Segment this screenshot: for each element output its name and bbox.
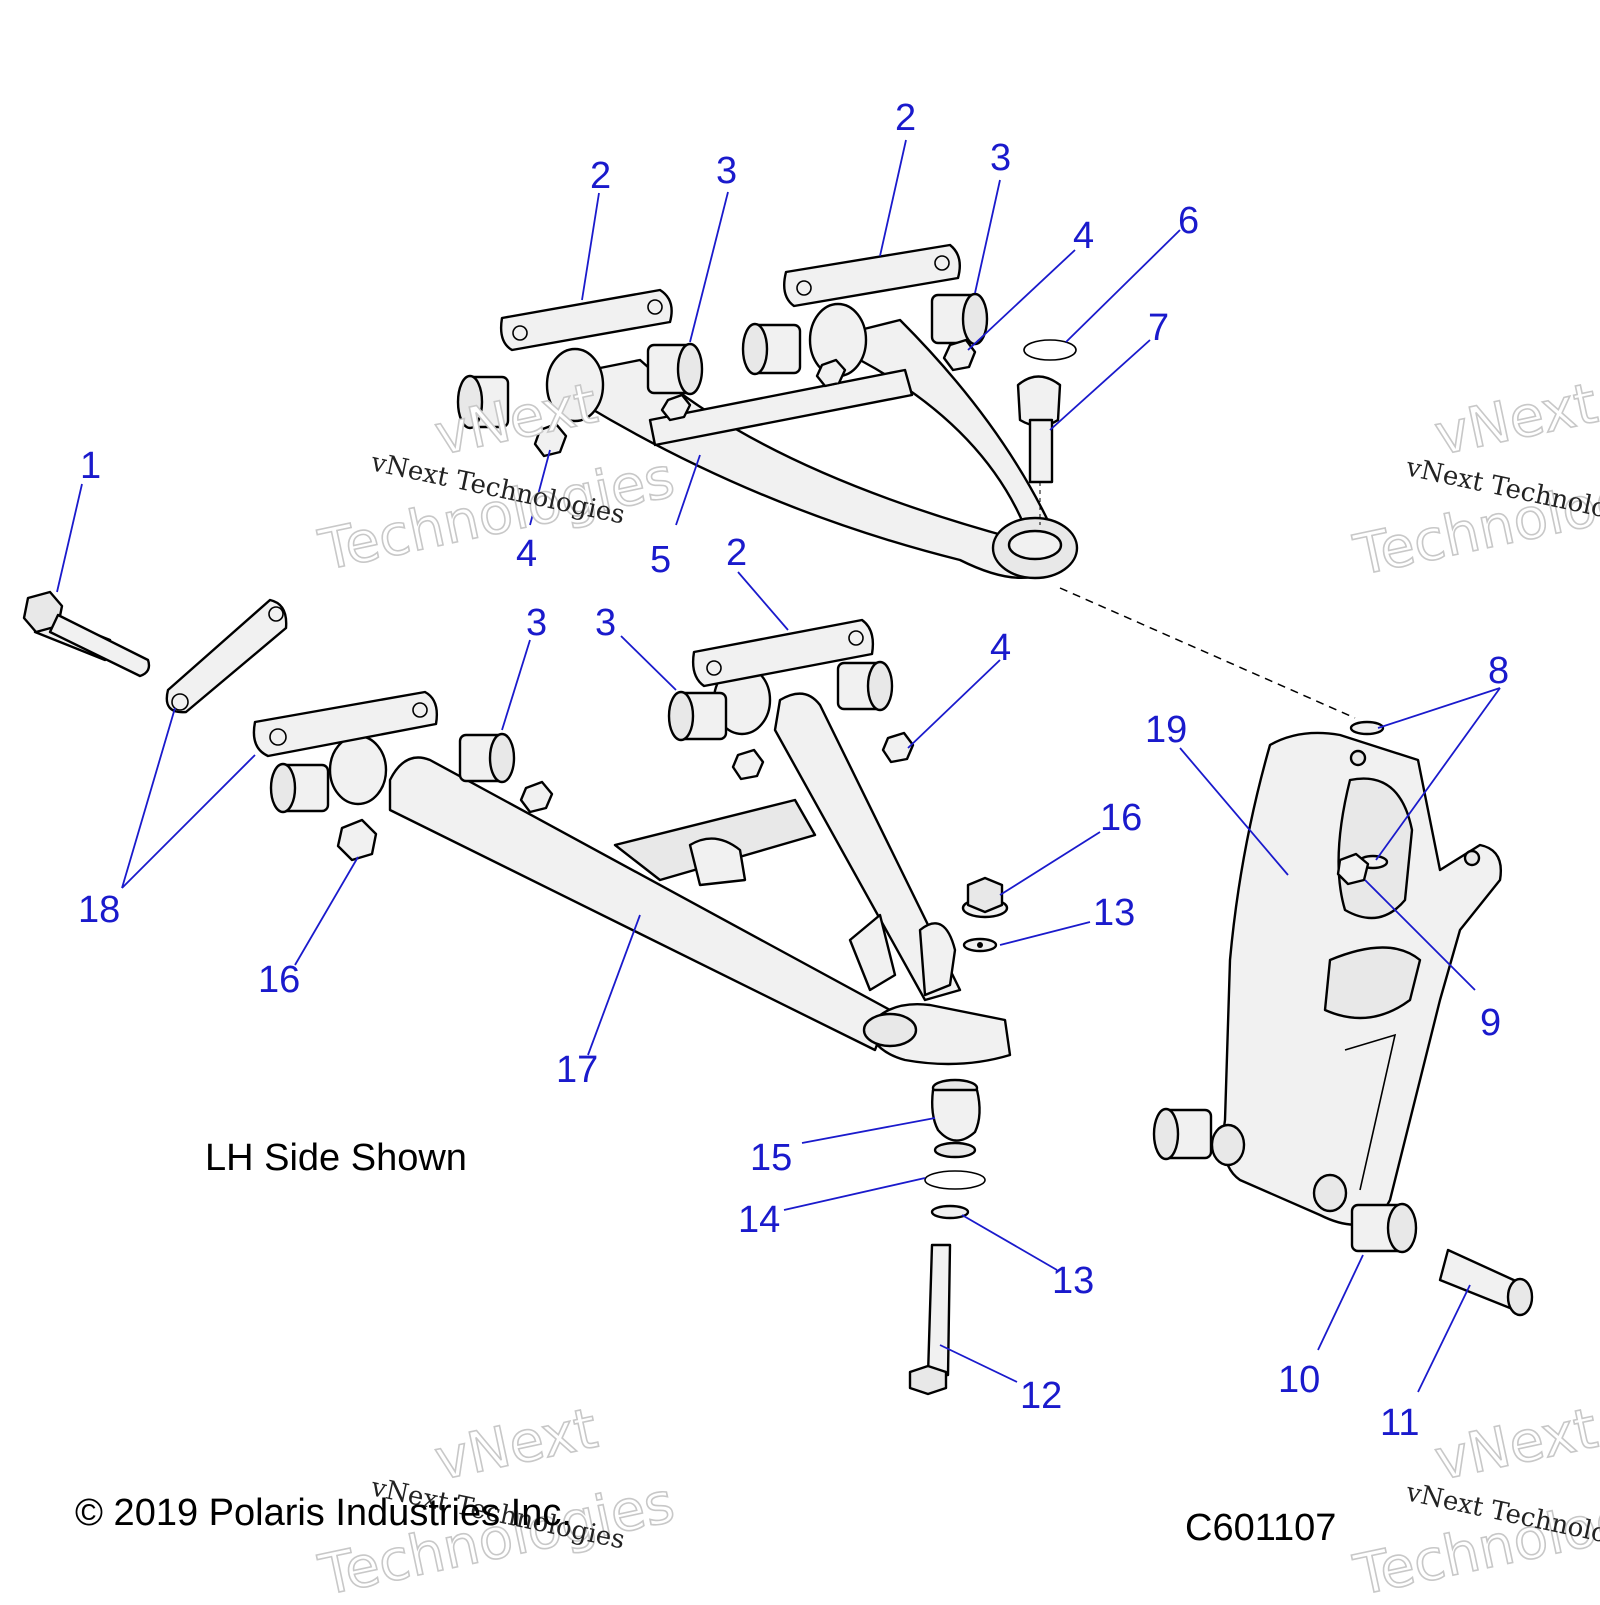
plate-upper-right — [783, 243, 961, 308]
callout-12: 12 — [1020, 1375, 1062, 1417]
leader-lines — [56, 139, 1501, 1393]
callout-10: 10 — [1278, 1359, 1320, 1401]
sleeve-knuckle — [1438, 1248, 1534, 1317]
nut-knuckle — [1336, 852, 1370, 886]
callout-4-a: 4 — [1073, 215, 1094, 257]
callout-4-b: 4 — [516, 533, 537, 575]
callout-3-b: 3 — [990, 137, 1011, 179]
watermark-top-right: vNext Technologies vNext Technologies — [1348, 370, 1600, 589]
plate-lower-left — [252, 690, 439, 758]
flange-nut-right — [961, 876, 1009, 919]
bolt-lower — [908, 1243, 952, 1396]
circlip-lower — [924, 1170, 986, 1190]
callout-3-c: 3 — [595, 602, 616, 644]
callout-11: 11 — [1380, 1402, 1419, 1444]
callout-3-a: 3 — [716, 150, 737, 192]
bushing-upper-left-inner — [646, 342, 704, 396]
upper-a-arm — [545, 302, 1079, 580]
side-caption: LH Side Shown — [205, 1137, 467, 1179]
callout-13-a: 13 — [1093, 892, 1135, 934]
callout-2-c: 2 — [726, 532, 747, 574]
lower-a-arm — [328, 664, 1012, 1066]
nut-upper-brace-2 — [660, 393, 692, 422]
nut-lower-left — [336, 818, 378, 862]
diagram-code: C601107 — [1185, 1507, 1336, 1549]
pivot-bolt — [22, 590, 151, 678]
bushing-lower-right-inner — [836, 660, 894, 712]
callout-16-b: 16 — [258, 959, 300, 1001]
bushing-lower-left-outer — [269, 762, 330, 814]
callout-13-b: 13 — [1052, 1260, 1094, 1302]
reference-dashed-line — [1059, 587, 1356, 719]
callout-2-a: 2 — [590, 155, 611, 197]
washer-lower — [930, 1204, 970, 1220]
callout-19: 19 — [1145, 709, 1187, 751]
nut-lower-right — [731, 748, 765, 781]
bushing-knuckle-right — [1350, 1202, 1418, 1254]
callout-15: 15 — [750, 1137, 792, 1179]
svg-text:vNext: vNext — [1429, 1396, 1600, 1494]
steering-knuckle — [1210, 731, 1502, 1226]
ball-joint-lower — [930, 1078, 981, 1159]
svg-text:vNext: vNext — [1429, 371, 1600, 469]
callout-9: 9 — [1480, 1002, 1501, 1044]
nut-lower-mid — [519, 780, 554, 814]
nut-lower-right-2 — [881, 731, 915, 764]
callout-5: 5 — [650, 539, 671, 581]
nut-upper-left — [533, 422, 568, 458]
bushing-knuckle-left — [1152, 1107, 1213, 1161]
bushing-upper-right-inner — [930, 292, 989, 346]
washer-knuckle-top — [1349, 720, 1385, 736]
callout-16-a: 16 — [1100, 797, 1142, 839]
ball-joint-upper — [1016, 375, 1062, 484]
callout-1: 1 — [80, 445, 101, 487]
callout-8: 8 — [1488, 650, 1509, 692]
nut-upper-right — [942, 338, 977, 372]
bushing-lower-left-inner — [458, 732, 516, 784]
callout-3-d: 3 — [526, 602, 547, 644]
nut-upper-brace — [815, 358, 847, 388]
callout-17: 17 — [556, 1049, 598, 1091]
callout-7: 7 — [1148, 307, 1169, 349]
callout-2-b: 2 — [895, 97, 916, 139]
plate-lower-right — [691, 618, 875, 688]
callout-6: 6 — [1178, 200, 1199, 242]
callout-14: 14 — [738, 1199, 780, 1241]
svg-text:vNext: vNext — [429, 1396, 603, 1494]
bushing-upper-left-outer — [456, 374, 510, 430]
circlip-upper — [1023, 339, 1077, 361]
callout-4-c: 4 — [990, 627, 1011, 669]
bushing-lower-right-outer — [667, 690, 728, 742]
svg-text:vNext: vNext — [429, 371, 603, 469]
copyright-text: © 2019 Polaris Industries Inc. — [75, 1492, 572, 1534]
callout-18: 18 — [78, 889, 120, 931]
svg-text:Technologies: Technologies — [313, 445, 679, 584]
link-plate — [165, 598, 288, 714]
plate-upper-left — [499, 288, 673, 352]
callout-numbers: 1 2 3 2 3 4 6 7 4 5 2 3 3 4 8 19 16 13 9… — [78, 97, 1509, 1444]
bushing-upper-right-outer — [741, 322, 802, 376]
